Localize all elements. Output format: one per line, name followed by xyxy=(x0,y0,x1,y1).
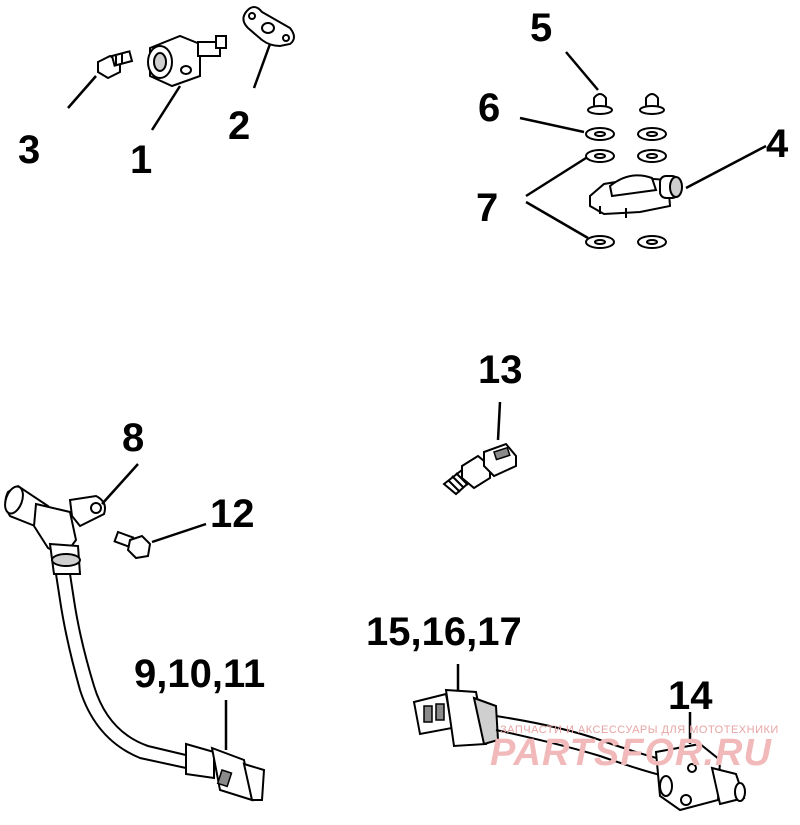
callout-3: 3 xyxy=(18,128,41,172)
callout-4: 4 xyxy=(766,122,789,166)
leader-8 xyxy=(101,463,139,505)
leader-5 xyxy=(565,51,599,91)
callout-6: 6 xyxy=(478,86,501,130)
leader-7b xyxy=(525,200,589,240)
leader-7a xyxy=(525,156,587,198)
part-3-bolt xyxy=(97,50,134,80)
callout-2: 2 xyxy=(228,104,251,148)
watermark-tagline: ЗАПЧАСТИ И АКСЕССУАРЫ ДЛЯ МОТОТЕХНИКИ xyxy=(500,724,779,736)
callout-12: 12 xyxy=(210,492,255,536)
leader-3 xyxy=(67,75,97,109)
harness-wires xyxy=(495,715,665,777)
watermark-logo: PARTSFOR.RU xyxy=(490,732,772,774)
part-8-sensor xyxy=(4,484,106,575)
callout-1: 1 xyxy=(130,138,153,182)
part-2-gasket xyxy=(242,6,295,48)
part-6-washers xyxy=(585,127,667,141)
callout-13: 13 xyxy=(478,348,523,392)
leader-12 xyxy=(151,522,207,544)
leader-13 xyxy=(496,401,502,441)
part-5-caps xyxy=(587,93,665,115)
part-7-washers xyxy=(585,149,667,249)
part-1-sensor xyxy=(147,34,227,88)
leader-6 xyxy=(519,116,585,134)
callout-7: 7 xyxy=(476,186,499,230)
part-9-11-harness xyxy=(55,573,266,802)
callout-15-17: 15,16,17 xyxy=(366,610,522,654)
part-4-sensor xyxy=(589,174,683,218)
leader-4 xyxy=(685,144,767,190)
leader-2 xyxy=(252,43,272,89)
callout-9-11: 9,10,11 xyxy=(134,652,266,696)
leader-1 xyxy=(150,85,182,131)
part-15-17-connector xyxy=(412,688,500,748)
part-12-bolt xyxy=(113,530,152,560)
part-14-valve xyxy=(654,742,746,812)
callout-8: 8 xyxy=(122,416,145,460)
part-13-sender xyxy=(442,442,517,496)
callout-14: 14 xyxy=(668,674,713,718)
callout-5: 5 xyxy=(530,6,553,50)
